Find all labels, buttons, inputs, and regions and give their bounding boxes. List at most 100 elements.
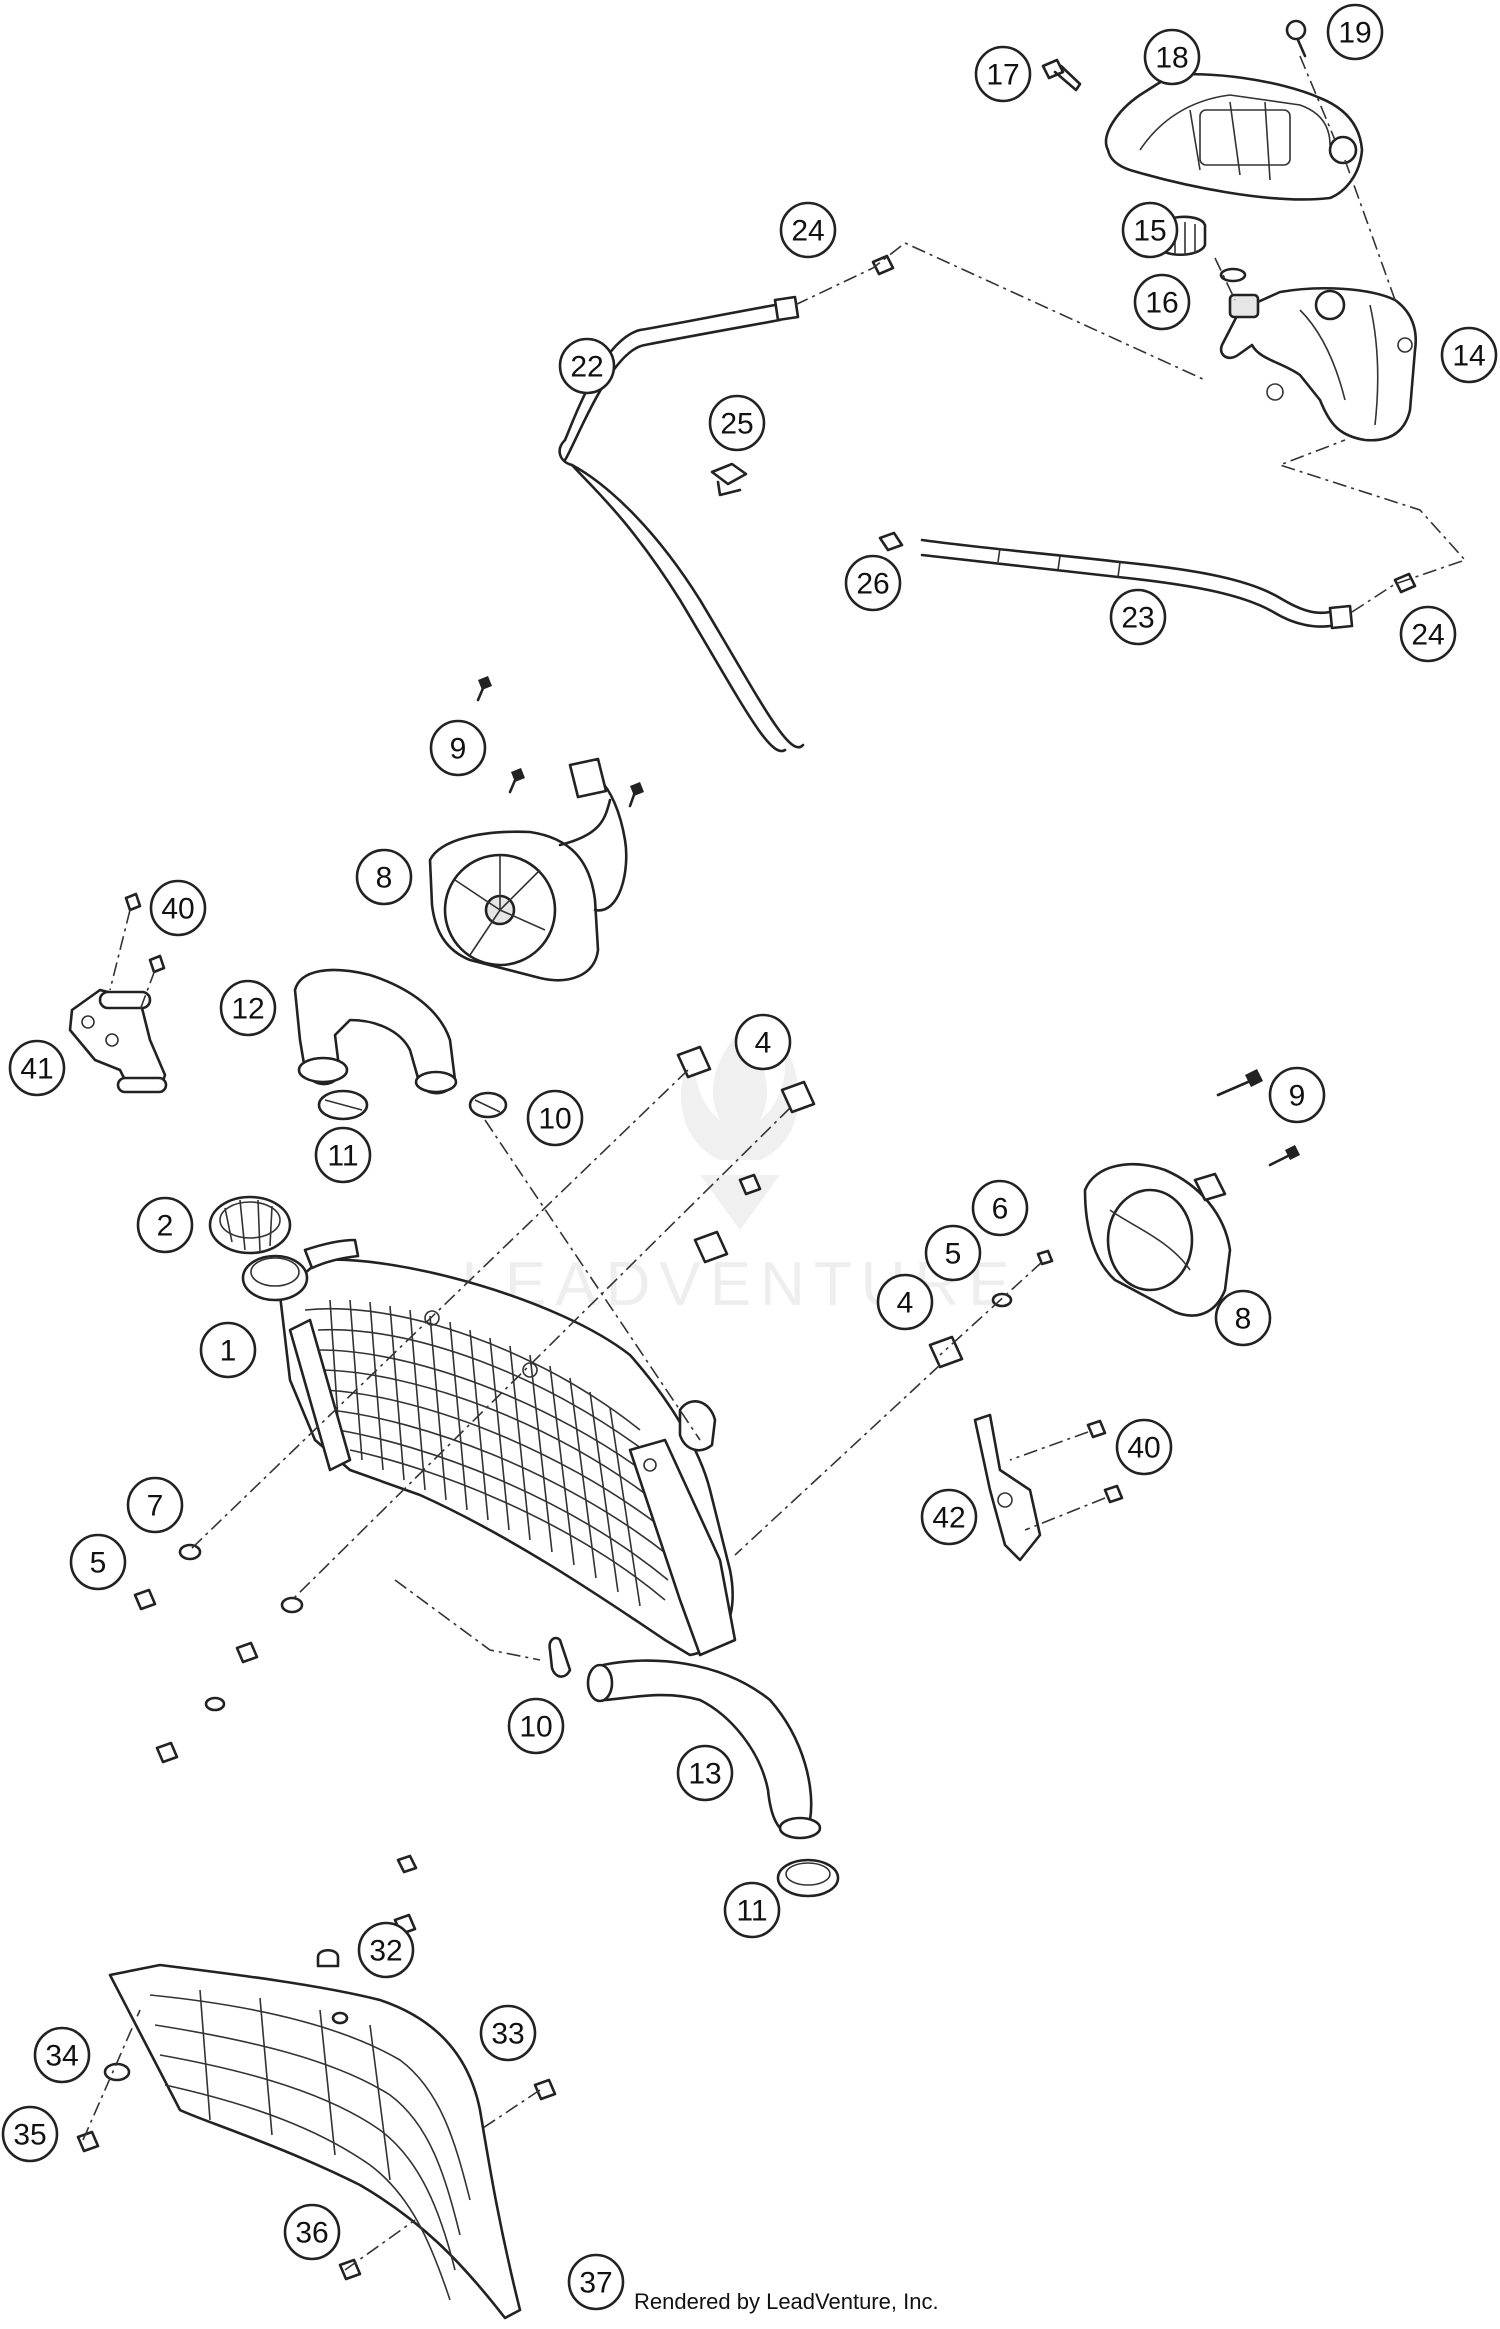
part-callout-label: 42 xyxy=(932,1502,965,1535)
watermark: LEADVENTURE xyxy=(461,1030,1010,1319)
part-callout-label: 19 xyxy=(1338,17,1371,50)
part-callout-circle xyxy=(357,1921,415,1979)
part-callout-32: 32 xyxy=(357,1921,415,1979)
overflow-hose-assembly xyxy=(558,242,1467,753)
part-callout-label: 33 xyxy=(491,2018,524,2051)
part-callout-circle xyxy=(1399,605,1457,663)
part-callout-label: 9 xyxy=(450,733,467,766)
radiator-core-icon xyxy=(241,1238,737,1657)
part-callout-circle xyxy=(708,394,766,452)
part-callout-label: 7 xyxy=(147,1490,164,1523)
part-callout-label: 23 xyxy=(1121,602,1154,635)
part-callout-10: 10 xyxy=(507,1697,565,1755)
part-callout-8: 8 xyxy=(355,848,413,906)
credit-text: Rendered by LeadVenture, Inc. xyxy=(634,2289,939,2314)
part-callout-label: 15 xyxy=(1133,215,1166,248)
screw-17-icon xyxy=(1041,58,1082,92)
part-callout-17: 17 xyxy=(974,45,1032,103)
part-callout-circle xyxy=(479,2004,537,2062)
part-callout-circle xyxy=(526,1089,584,1147)
part-callout-1: 1 xyxy=(199,1321,257,1379)
part-callout-23: 23 xyxy=(1109,588,1167,646)
part-callout-label: 24 xyxy=(1411,619,1444,652)
part-callout-40: 40 xyxy=(1115,1418,1173,1476)
part-callout-circle xyxy=(676,1744,734,1802)
part-callout-circle xyxy=(1,2105,59,2163)
part-callout-13: 13 xyxy=(676,1744,734,1802)
part-callout-circle xyxy=(219,979,277,1037)
part-callout-circle xyxy=(69,1533,127,1591)
part-callout-41: 41 xyxy=(8,1039,66,1097)
part-callout-40: 40 xyxy=(149,879,207,937)
part-callout-35: 35 xyxy=(1,2105,59,2163)
part-callout-label: 10 xyxy=(519,1711,552,1744)
radiator-guard-icon xyxy=(76,1948,557,2320)
part-callout-label: 8 xyxy=(376,862,393,895)
part-callout-label: 37 xyxy=(579,2267,612,2300)
part-callout-7: 7 xyxy=(126,1476,184,1534)
part-callout-4: 4 xyxy=(876,1273,934,1331)
part-callout-circle xyxy=(876,1273,934,1331)
part-callout-label: 32 xyxy=(369,1935,402,1968)
part-callout-33: 33 xyxy=(479,2004,537,2062)
part-callout-label: 24 xyxy=(791,215,824,248)
part-callout-circle xyxy=(971,1179,1029,1237)
part-callout-circle xyxy=(1109,588,1167,646)
radiator-fan-right xyxy=(1083,1069,1300,1317)
screw-9-right-icon xyxy=(1216,1069,1300,1167)
part-callout-26: 26 xyxy=(844,554,902,612)
part-callout-circle xyxy=(723,1881,781,1939)
part-callout-label: 5 xyxy=(90,1547,107,1580)
part-callout-label: 4 xyxy=(897,1287,914,1320)
part-callout-circle xyxy=(567,2253,625,2311)
part-callout-circle xyxy=(355,848,413,906)
part-callout-5: 5 xyxy=(69,1533,127,1591)
part-callout-15: 15 xyxy=(1121,201,1179,259)
part-callout-circle xyxy=(924,1224,982,1282)
part-callout-label: 34 xyxy=(45,2040,78,2073)
lower-hose-icon xyxy=(548,1636,840,1898)
part-callout-circle xyxy=(149,879,207,937)
part-callout-circle xyxy=(1115,1418,1173,1476)
part-callout-label: 16 xyxy=(1145,287,1178,320)
part-callout-circle xyxy=(974,45,1032,103)
part-callout-label: 8 xyxy=(1235,1303,1252,1336)
bracket-41-icon xyxy=(68,892,168,1094)
radiator-fan-upper xyxy=(428,676,644,982)
part-callout-circle xyxy=(507,1697,565,1755)
part-callout-14: 14 xyxy=(1440,326,1498,384)
part-callout-circle xyxy=(1440,326,1498,384)
part-callout-label: 41 xyxy=(20,1053,53,1086)
part-callout-label: 26 xyxy=(856,568,889,601)
part-callout-circle xyxy=(429,719,487,777)
part-callout-22: 22 xyxy=(558,337,616,395)
part-callout-circle xyxy=(1326,3,1384,61)
part-callout-circle xyxy=(1214,1289,1272,1347)
part-callout-circle xyxy=(844,554,902,612)
part-callout-37: 37 xyxy=(567,2253,625,2311)
part-callout-2: 2 xyxy=(136,1196,194,1254)
part-callout-19: 19 xyxy=(1326,3,1384,61)
part-callout-circle xyxy=(136,1196,194,1254)
part-callout-circle xyxy=(33,2026,91,2084)
part-callout-circle xyxy=(734,1013,792,1071)
expansion-tank-assembly xyxy=(1041,19,1417,442)
part-callout-4: 4 xyxy=(734,1013,792,1071)
seal-ring-icon xyxy=(1219,267,1247,283)
part-callout-circle xyxy=(1268,1066,1326,1124)
part-callout-label: 6 xyxy=(992,1193,1009,1226)
part-callout-11: 11 xyxy=(723,1881,781,1939)
part-callout-circle xyxy=(779,201,837,259)
part-callout-label: 25 xyxy=(720,408,753,441)
part-callout-label: 17 xyxy=(986,59,1019,92)
part-callout-label: 40 xyxy=(1127,1432,1160,1465)
part-callout-36: 36 xyxy=(283,2203,341,2261)
part-callout-label: 11 xyxy=(736,1895,767,1928)
radiator-cap-icon xyxy=(208,1195,292,1255)
part-callout-10: 10 xyxy=(526,1089,584,1147)
callouts: 1244556788991010111112131415161718192223… xyxy=(1,3,1498,2311)
part-callout-16: 16 xyxy=(1133,273,1191,331)
part-callout-8: 8 xyxy=(1214,1289,1272,1347)
part-callout-42: 42 xyxy=(920,1488,978,1546)
part-callout-label: 11 xyxy=(327,1140,358,1173)
